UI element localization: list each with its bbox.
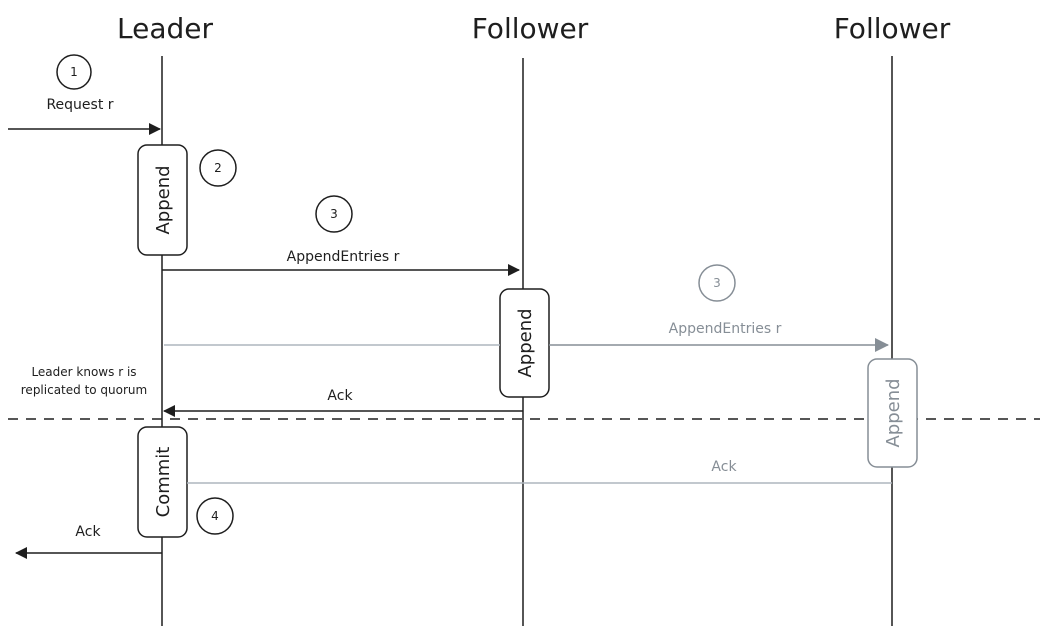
participant-leader-title: Leader — [117, 12, 213, 45]
step-4-number: 4 — [211, 509, 219, 523]
quorum-annotation-line1: Leader knows r is — [31, 365, 136, 379]
append-entries-label-follower2: AppendEntries r — [669, 321, 782, 337]
step-3b-number: 3 — [713, 276, 721, 290]
ack-follower1-label: Ack — [327, 388, 353, 404]
participant-follower2-title: Follower — [834, 12, 951, 45]
follower1-append-label: Append — [515, 308, 536, 377]
quorum-annotation-line2: replicated to quorum — [21, 383, 147, 397]
step-3-badge — [315, 195, 353, 233]
request-label: Request r — [46, 97, 113, 113]
leader-commit-box — [137, 426, 188, 538]
follower1-append-box — [499, 288, 550, 398]
leader-commit-label: Commit — [153, 447, 174, 518]
ack-client-label: Ack — [75, 524, 101, 540]
step-2-badge — [199, 149, 237, 187]
step-1-badge — [56, 54, 92, 90]
step-3b-badge — [698, 264, 736, 302]
follower2-append-box — [867, 358, 918, 468]
follower2-append-label: Append — [883, 378, 904, 447]
step-1-number: 1 — [70, 65, 78, 79]
step-2-number: 2 — [214, 161, 222, 175]
ack-follower2-label: Ack — [711, 459, 737, 475]
leader-append-box — [137, 144, 188, 256]
step-3-number: 3 — [330, 207, 338, 221]
append-entries-label-follower1: AppendEntries r — [287, 249, 400, 265]
leader-append-label: Append — [153, 165, 174, 234]
step-4-badge — [196, 497, 234, 535]
participant-follower1-title: Follower — [472, 12, 589, 45]
